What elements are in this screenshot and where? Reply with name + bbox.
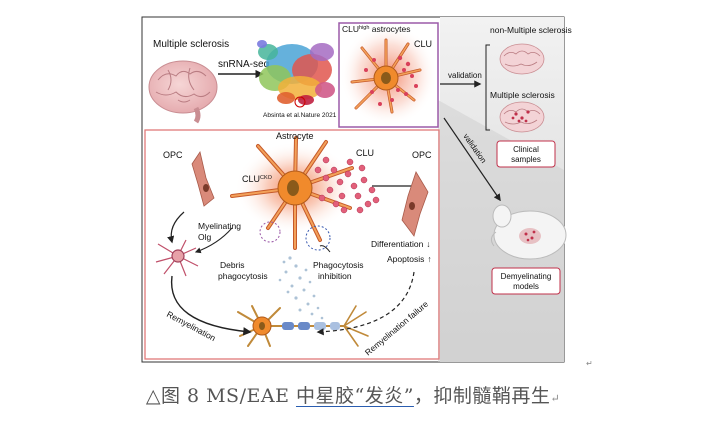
demyelinating-line1: Demyelinating [501,272,552,281]
brain-healthy-icon [499,43,545,75]
non-ms-label: non-Multiple sclerosis [490,25,572,35]
brain-ms-icon [499,101,545,133]
oligodendrocyte-icon [155,239,199,277]
opc-to-olg-arrow [167,211,185,244]
ms-label: Multiple sclerosis [153,39,229,50]
caption-underlined[interactable]: 中星胶“发炎” [295,385,414,407]
clinical-samples-box [496,140,556,168]
demyelinating-models-box [491,267,561,295]
clu-cko-label: CLUCKO [242,174,273,184]
remyelination-failure-arrow [316,271,415,336]
ms-astrocyte-diagram: Multiple sclerosis snRNA-seq Absinta et … [141,16,593,368]
caption-suffix: ，抑制髓鞘再生 [413,385,551,407]
opc-left-label: OPC [163,150,183,160]
main-panel [144,129,440,360]
inset-clu-label: CLU [414,39,432,49]
clu-high-label: CLUhigh astrocytes [342,24,411,34]
clinical-samples-line2: samples [511,155,541,164]
myelinating-line2: Olg [198,232,212,242]
demyelinating-line2: models [513,282,539,291]
debris-line2: phagocytosis [218,271,268,281]
opc-right-label: OPC [412,150,432,160]
myelinating-line1: Myelinating [198,221,241,231]
astrocyte-label: Astrocyte [276,131,314,141]
apoptosis-label: Apoptosis↑ [387,254,432,264]
bracket [485,44,490,131]
mouse-icon [490,204,567,260]
opc-right-icon [401,171,429,237]
phago-line2: inhibition [318,271,352,281]
opc-left-icon [191,151,215,207]
figure-end-mark: ↵ [586,359,593,368]
remyelination-arrow [170,275,252,336]
validation-label: validation [448,71,482,80]
phago-inhibition-arrow [319,245,331,253]
figure-caption: △图 8 MS/EAE 中星胶“发炎”，抑制髓鞘再生↵ [0,381,706,411]
differentiation-label: Differentiation↓ [371,239,431,249]
citation: Absinta et al.Nature 2021 [263,112,337,119]
clinical-samples-line1: Clinical [513,145,539,154]
debris-line1: Debris [220,260,245,270]
caption-end-mark: ↵ [550,392,561,405]
brain-icon [148,60,218,124]
snrna-label: snRNA-seq [218,59,269,70]
ms-right-label: Multiple sclerosis [490,90,555,100]
inset-astrocyte-icon [350,38,422,114]
umap-plot [257,40,335,108]
clu-label: CLU [356,148,374,158]
debris-arrow [194,227,233,254]
neuron-icon [237,305,369,347]
phago-line1: Phagocytosis [313,260,364,270]
clu-dots [314,156,380,214]
validation-diag-arrow [443,117,501,202]
myelin-debris [278,256,324,320]
caption-prefix: △图 8 MS/EAE [145,385,296,407]
